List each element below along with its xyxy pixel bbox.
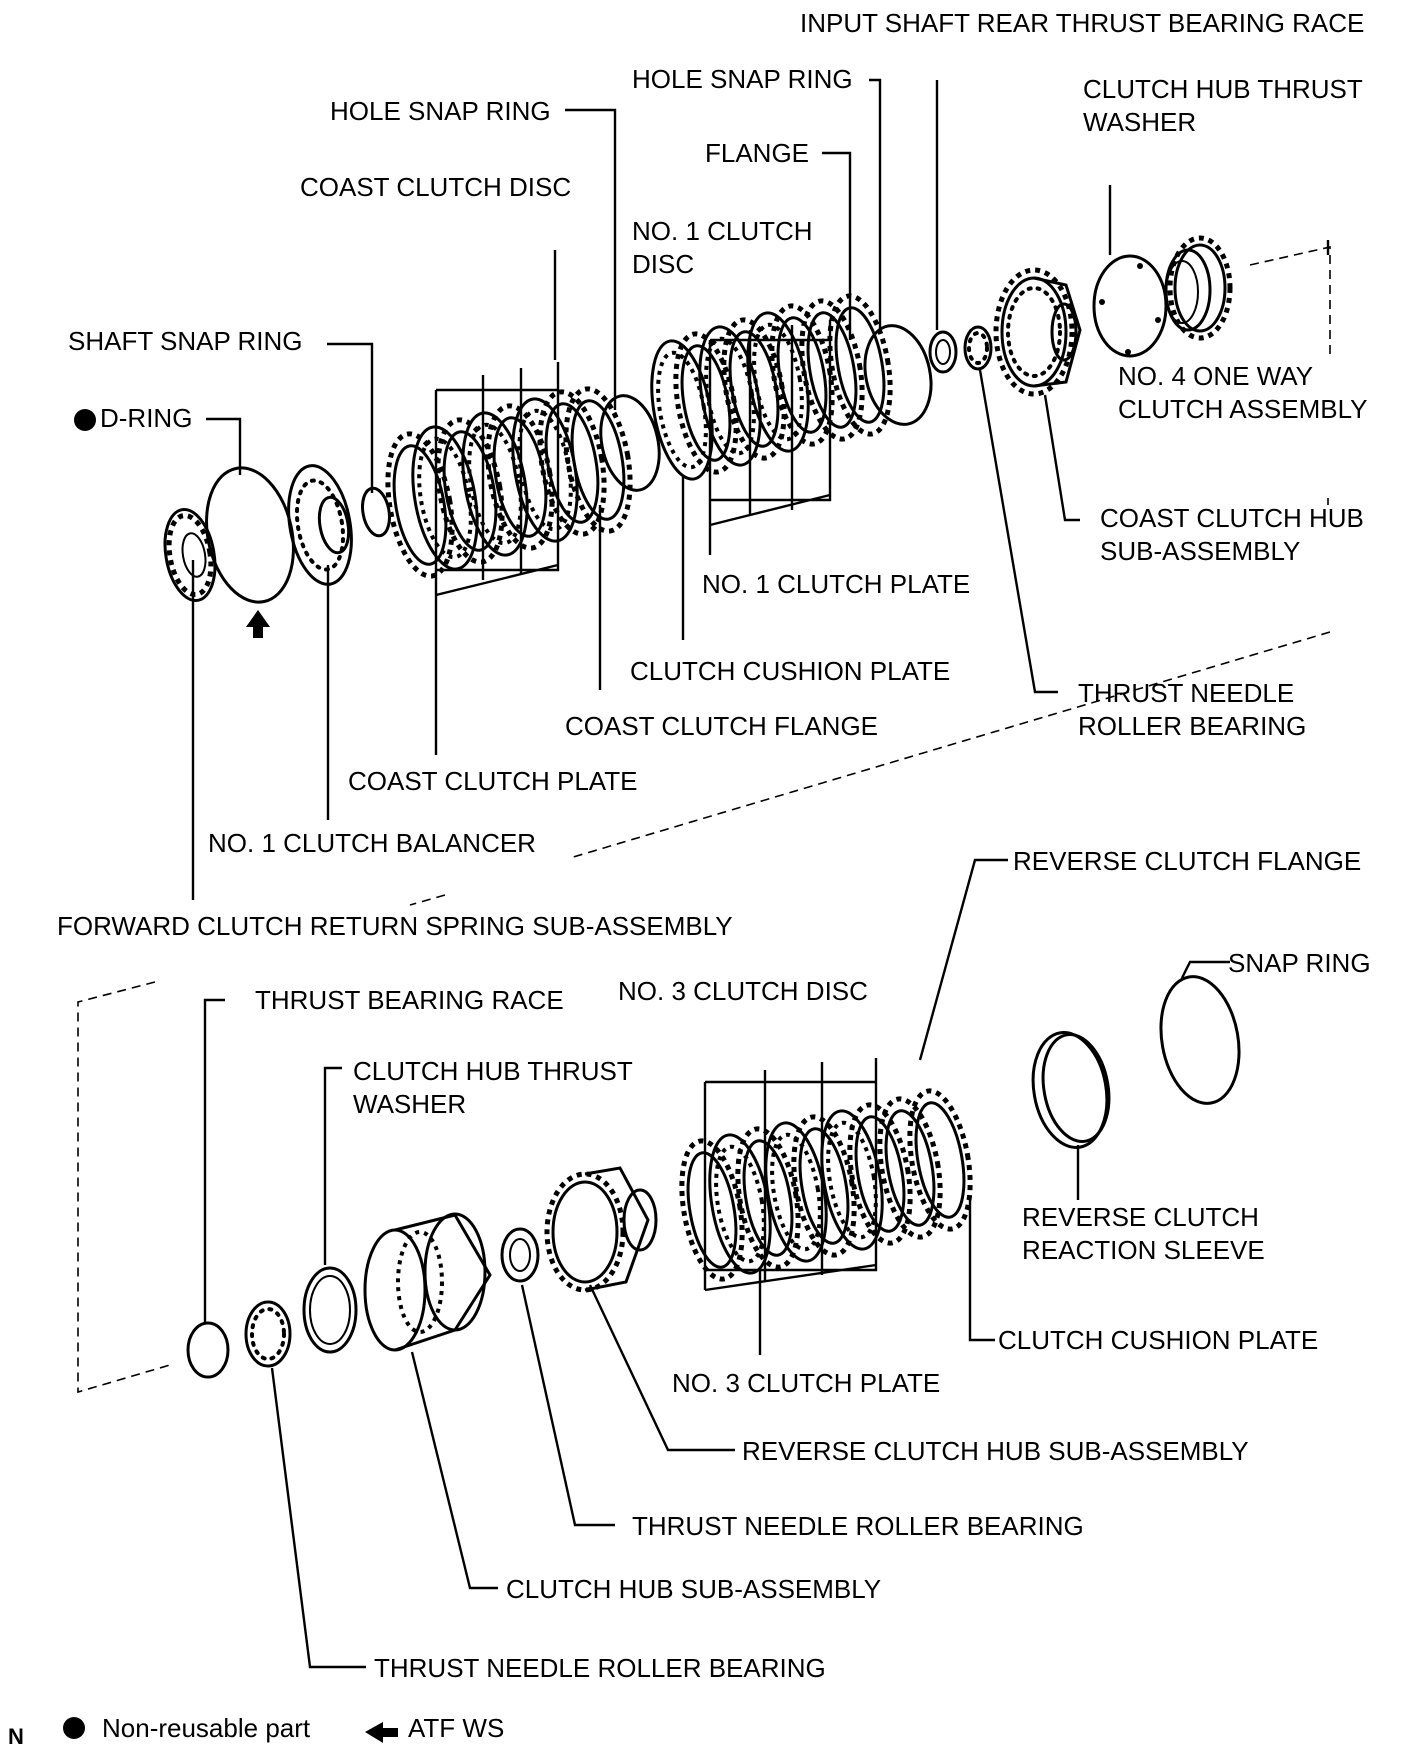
input-shaft-rear-thrust-bearing-race (928, 330, 958, 374)
label-no1-clutch-plate: NO. 1 CLUTCH PLATE (702, 569, 970, 599)
label-clutch-hub-sub-assembly: CLUTCH HUB SUB-ASSEMBLY (506, 1574, 881, 1604)
label-reverse-clutch-hub: REVERSE CLUTCH HUB SUB-ASSEMBLY (742, 1436, 1249, 1466)
label-thrust-needle-top-1: THRUST NEEDLE (1078, 678, 1294, 708)
label-clutch-hub-thrust-washer-top-1: CLUTCH HUB THRUST (1083, 74, 1363, 104)
label-hole-snap-ring-upper-left: HOLE SNAP RING (330, 96, 551, 126)
hole-snap-ring-left (599, 394, 661, 492)
snap-ring-part (1159, 975, 1241, 1105)
thrust-needle-roller-bearing-bottom-part (244, 1300, 292, 1368)
label-no1-clutch-balancer: NO. 1 CLUTCH BALANCER (208, 828, 536, 858)
grouping-brackets (434, 320, 878, 1292)
reverse-clutch-reaction-sleeve-part (1031, 1031, 1111, 1149)
legend-non-reusable-dot-icon (63, 1717, 85, 1739)
atf-arrow-icon (246, 610, 270, 638)
label-no3-clutch-plate: NO. 3 CLUTCH PLATE (672, 1368, 940, 1398)
label-thrust-needle-roller-bearing-mid: THRUST NEEDLE ROLLER BEARING (632, 1511, 1084, 1541)
leader-lines (191, 78, 1330, 1669)
no3-clutch-pack (679, 1088, 973, 1282)
legend-atf-arrow-icon (365, 1722, 398, 1743)
legend: N Non-reusable part ATF WS (8, 1713, 504, 1749)
thrust-needle-roller-bearing-top (963, 325, 993, 371)
legend-non-reusable-text: Non-reusable part (102, 1713, 311, 1743)
label-input-shaft-rear-thrust-bearing-race: INPUT SHAFT REAR THRUST BEARING RACE (800, 8, 1364, 38)
no4-one-way-clutch (1164, 235, 1233, 341)
non-reusable-dot-icon (74, 409, 96, 431)
no1-clutch-pack (650, 293, 893, 481)
label-flange: FLANGE (705, 138, 809, 168)
label-clutch-cushion-plate-top: CLUTCH CUSHION PLATE (630, 656, 950, 686)
continuation-lines (77, 246, 1331, 1394)
label-no3-clutch-disc: NO. 3 CLUTCH DISC (618, 976, 868, 1006)
label-coast-clutch-flange: COAST CLUTCH FLANGE (565, 711, 878, 741)
legend-corner-mark: N (8, 1724, 24, 1749)
reverse-clutch-hub-part (544, 1166, 658, 1293)
label-reverse-clutch-reaction-sleeve-2: REACTION SLEEVE (1022, 1235, 1265, 1265)
label-d-ring: D-RING (100, 403, 192, 433)
clutch-hub-thrust-washer-bottom-part (302, 1266, 358, 1354)
label-hole-snap-ring-upper-right: HOLE SNAP RING (632, 64, 853, 94)
label-clutch-hub-thrust-washer-bottom-1: CLUTCH HUB THRUST (353, 1056, 633, 1086)
label-no1-clutch-disc-2: DISC (632, 249, 694, 279)
label-thrust-needle-roller-bearing-bottom: THRUST NEEDLE ROLLER BEARING (374, 1653, 826, 1683)
label-shaft-snap-ring: SHAFT SNAP RING (68, 326, 303, 356)
label-clutch-hub-thrust-washer-top-2: WASHER (1083, 107, 1196, 137)
label-thrust-needle-top-2: ROLLER BEARING (1078, 711, 1306, 741)
labels: INPUT SHAFT REAR THRUST BEARING RACE HOL… (57, 8, 1371, 1683)
label-clutch-hub-thrust-washer-bottom-2: WASHER (353, 1089, 466, 1119)
label-thrust-bearing-race: THRUST BEARING RACE (255, 985, 564, 1015)
thrust-needle-roller-bearing-mid-part (500, 1227, 540, 1283)
hole-snap-ring-right (863, 324, 933, 426)
lower-assembly (186, 975, 1241, 1379)
label-forward-clutch-return-spring: FORWARD CLUTCH RETURN SPRING SUB-ASSEMBL… (57, 911, 733, 941)
label-coast-clutch-hub-1: COAST CLUTCH HUB (1100, 503, 1364, 533)
coast-clutch-hub (993, 267, 1082, 397)
thrust-bearing-race-part (186, 1321, 230, 1379)
upper-assembly (163, 235, 1233, 638)
label-no4-one-way-clutch-2: CLUTCH ASSEMBLY (1118, 394, 1367, 424)
label-snap-ring: SNAP RING (1228, 948, 1371, 978)
label-reverse-clutch-reaction-sleeve-1: REVERSE CLUTCH (1022, 1202, 1259, 1232)
clutch-hub-sub-assembly-part (363, 1212, 492, 1352)
label-coast-clutch-disc: COAST CLUTCH DISC (300, 172, 571, 202)
label-coast-clutch-plate: COAST CLUTCH PLATE (348, 766, 637, 796)
clutch-hub-thrust-washer-top (1092, 254, 1168, 358)
label-no1-clutch-disc-1: NO. 1 CLUTCH (632, 216, 813, 246)
label-clutch-cushion-plate-bottom: CLUTCH CUSHION PLATE (998, 1325, 1318, 1355)
label-reverse-clutch-flange: REVERSE CLUTCH FLANGE (1013, 846, 1361, 876)
legend-atf-text: ATF WS (408, 1713, 504, 1743)
label-coast-clutch-hub-2: SUB-ASSEMBLY (1100, 536, 1300, 566)
label-no4-one-way-clutch-1: NO. 4 ONE WAY (1118, 361, 1313, 391)
